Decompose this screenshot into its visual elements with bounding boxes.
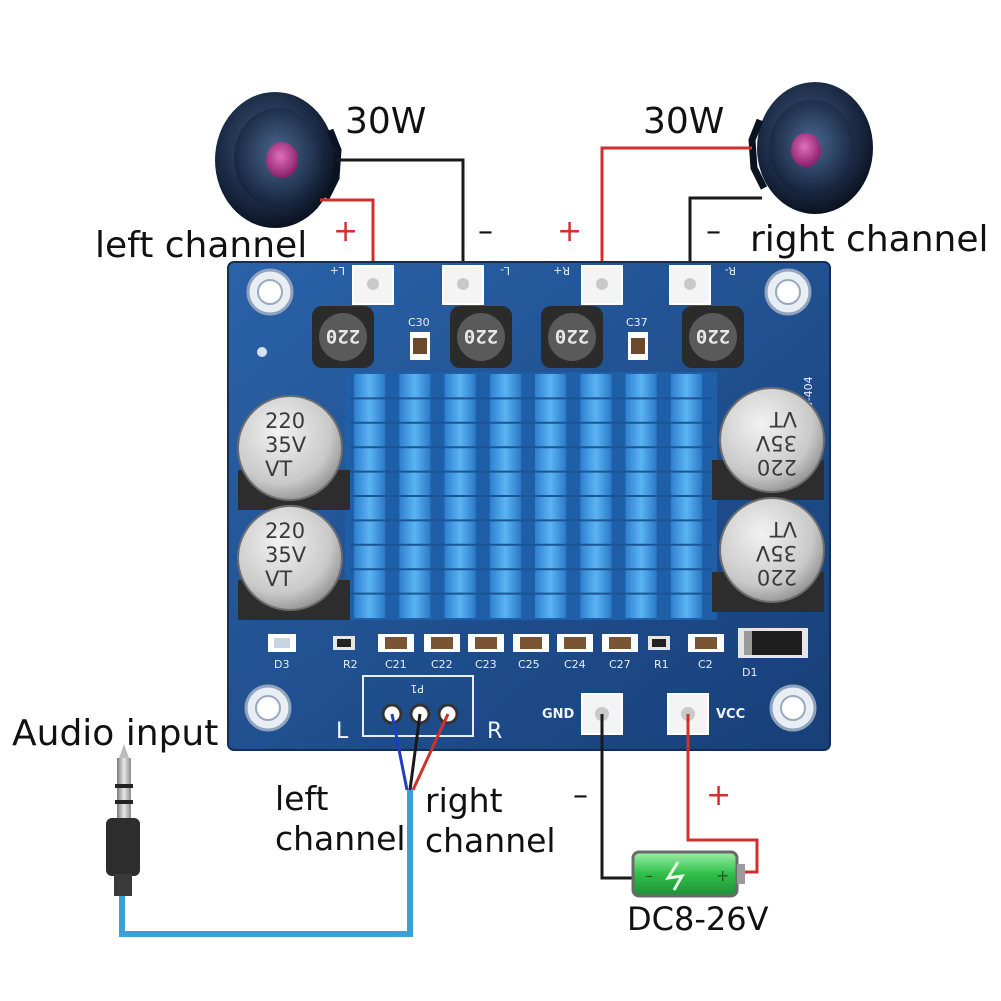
audio-jack-icon xyxy=(106,744,140,896)
svg-text:VT: VT xyxy=(265,567,292,591)
svg-text:220: 220 xyxy=(757,565,797,589)
right-minus-sign: – xyxy=(706,214,721,249)
terminal-l-plus: L+ xyxy=(330,264,394,305)
battery-plus-marking: + xyxy=(716,866,729,885)
svg-text:C27: C27 xyxy=(609,658,631,671)
svg-text:35V: 35V xyxy=(755,541,797,565)
electrolytic-capacitor-icon: 220 35V VT xyxy=(237,505,350,620)
vcc-wire xyxy=(686,714,759,874)
svg-text:L-: L- xyxy=(500,264,510,277)
left-negative-wire xyxy=(336,158,465,282)
svg-text:D1: D1 xyxy=(742,666,757,679)
svg-text:C22: C22 xyxy=(431,658,453,671)
supply-voltage-label: DC8-26V xyxy=(627,900,769,938)
right-negative-wire xyxy=(688,196,762,282)
input-black-wire xyxy=(408,713,422,791)
svg-text:35V: 35V xyxy=(265,543,307,567)
smd-capacitor-c30: C30 xyxy=(408,316,430,360)
left-minus-sign: – xyxy=(478,214,493,249)
svg-text:C25: C25 xyxy=(518,658,540,671)
left-positive-wire xyxy=(320,198,375,282)
heatsink xyxy=(345,372,717,620)
svg-text:220: 220 xyxy=(464,325,498,347)
audio-cable xyxy=(119,790,413,937)
left-plus-sign: + xyxy=(333,214,358,249)
board-right-marking: R xyxy=(487,719,502,744)
left-power-label: 30W xyxy=(345,101,426,142)
right-positive-wire xyxy=(600,146,752,282)
svg-text:C37: C37 xyxy=(626,316,648,329)
svg-text:VCC: VCC xyxy=(716,707,745,722)
svg-text:L+: L+ xyxy=(330,264,345,277)
vcc-plus-sign: + xyxy=(706,778,731,813)
svg-text:220: 220 xyxy=(555,325,589,347)
svg-text:C2: C2 xyxy=(698,658,713,671)
svg-text:VT: VT xyxy=(265,457,292,481)
svg-text:220: 220 xyxy=(757,455,797,479)
svg-text:C30: C30 xyxy=(408,316,430,329)
right-plus-sign: + xyxy=(557,214,582,249)
battery-minus-marking: – xyxy=(645,866,653,885)
terminal-l-minus: L- xyxy=(442,264,510,305)
right-power-label: 30W xyxy=(643,101,724,142)
svg-text:C24: C24 xyxy=(564,658,586,671)
smd-capacitor-c37: C37 xyxy=(626,316,648,360)
electrolytic-capacitor-icon: 220 35V VT xyxy=(712,387,825,500)
terminal-r-minus: R- xyxy=(669,264,736,305)
svg-text:P1: P1 xyxy=(410,682,424,695)
inductor-icon: 220 xyxy=(450,306,512,368)
svg-text:220: 220 xyxy=(265,409,305,433)
svg-text:GND: GND xyxy=(542,707,575,722)
right-channel-label: right channel xyxy=(750,219,988,260)
amplifier-board: L+ L- R+ R- 220 220 xyxy=(227,261,831,751)
svg-text:VT: VT xyxy=(770,517,797,541)
svg-text:R1: R1 xyxy=(654,658,669,671)
svg-text:VT: VT xyxy=(770,407,797,431)
left-speaker-icon xyxy=(215,92,342,228)
svg-text:R2: R2 xyxy=(343,658,358,671)
wire-right-label-line2: channel xyxy=(425,821,556,860)
input-blue-wire xyxy=(390,713,409,791)
wire-left-label-line1: left xyxy=(275,779,329,818)
svg-text:220: 220 xyxy=(265,519,305,543)
mounting-hole-icon xyxy=(764,268,812,316)
terminal-r-plus: R+ xyxy=(553,264,623,305)
svg-text:35V: 35V xyxy=(265,433,307,457)
left-channel-label: left channel xyxy=(95,225,307,266)
gnd-wire xyxy=(600,714,633,880)
smd-component-row: D3 R2 C21 C22 C23 C25 C24 C27 R1 xyxy=(268,628,808,679)
input-red-wire xyxy=(411,713,450,791)
gnd-minus-sign: – xyxy=(573,778,588,813)
wire-left-label-line2: channel xyxy=(275,819,406,858)
electrolytic-capacitor-icon: 220 35V VT xyxy=(712,497,825,612)
inductor-icon: 220 xyxy=(312,306,374,368)
svg-text:R-: R- xyxy=(725,264,736,277)
battery-icon: – + xyxy=(631,850,745,898)
electrolytic-capacitor-icon: 220 35V VT xyxy=(237,395,350,510)
audio-input-label: Audio input xyxy=(12,713,218,754)
inductor-icon: 220 xyxy=(682,306,744,368)
svg-text:D3: D3 xyxy=(274,658,289,671)
svg-text:C23: C23 xyxy=(475,658,497,671)
mounting-hole-icon xyxy=(769,684,817,732)
svg-text:35V: 35V xyxy=(755,431,797,455)
svg-text:R+: R+ xyxy=(553,264,570,277)
board-left-marking: L xyxy=(336,719,349,744)
inductor-icon: 220 xyxy=(541,306,603,368)
right-speaker-icon xyxy=(748,82,873,214)
mounting-hole-icon xyxy=(246,268,294,316)
wire-right-label-line1: right xyxy=(425,781,503,820)
mounting-hole-icon xyxy=(244,684,292,732)
svg-text:C21: C21 xyxy=(385,658,407,671)
svg-text:220: 220 xyxy=(326,325,360,347)
svg-text:220: 220 xyxy=(696,325,730,347)
